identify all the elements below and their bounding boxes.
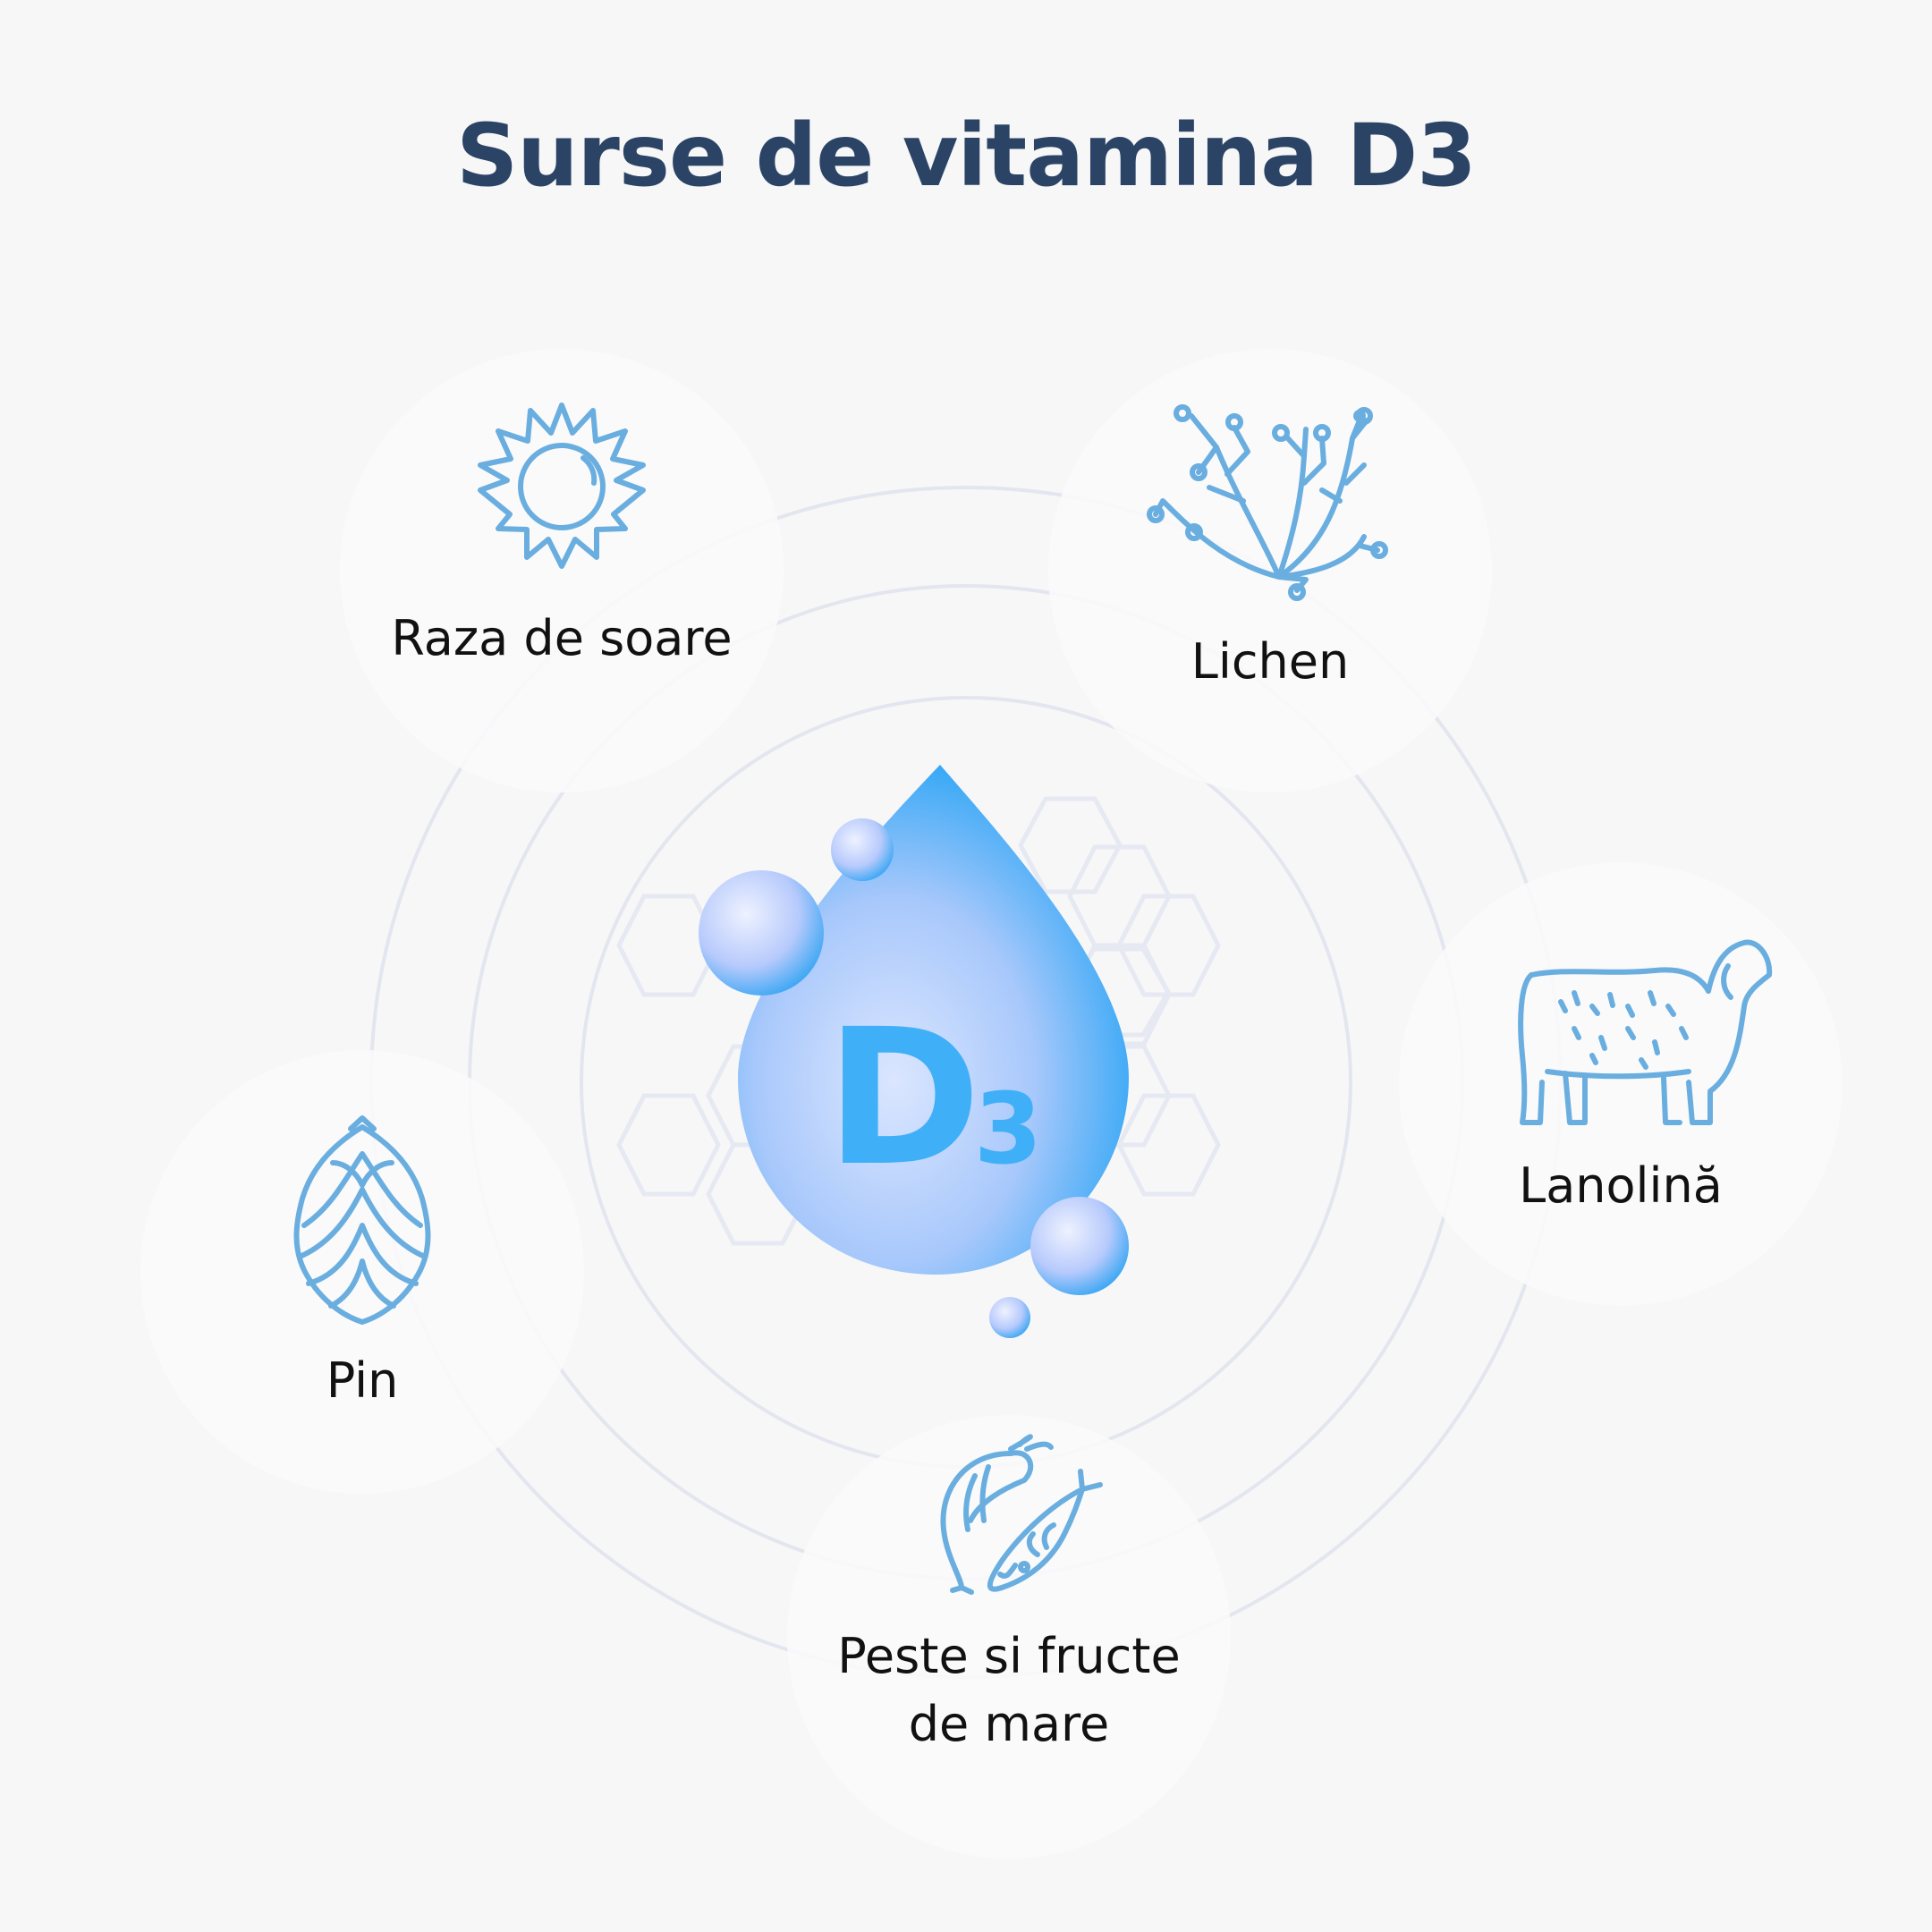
label-lichen: Lichen [1191, 633, 1349, 690]
label-pine: Pin [326, 1352, 399, 1409]
node-bg-sun [340, 349, 784, 792]
label-seafood-line1: Peste si fructe [837, 1628, 1180, 1684]
badge-subscript: 3 [974, 1072, 1043, 1186]
label-seafood-line2: de mare [909, 1696, 1110, 1752]
vitamin-d3-drop: D 3 [699, 765, 1129, 1338]
pine-cone-icon [293, 1115, 431, 1325]
bubble [699, 870, 824, 996]
bubble [831, 818, 894, 881]
label-sun: Raza de soare [391, 610, 732, 666]
node-bg-sheep [1399, 862, 1843, 1306]
drop-shape [738, 765, 1129, 1275]
bubble [989, 1297, 1030, 1338]
sheep-icon [1518, 939, 1773, 1125]
node-bg-lichen [1048, 349, 1492, 792]
sun-icon [478, 402, 646, 569]
page-title: Surse de vitamina D3 [456, 106, 1477, 206]
source-nodes [140, 349, 1843, 1859]
lichen-icon [1147, 404, 1388, 601]
badge-letter: D [826, 988, 981, 1208]
source-labels: Raza de soare Lichen Lanolină Peste si f… [326, 610, 1723, 1752]
node-bg-pine [140, 1050, 584, 1494]
label-lanolin: Lanolină [1519, 1157, 1723, 1214]
bubble [1030, 1197, 1129, 1295]
shrimp-fish-icon [940, 1434, 1103, 1595]
node-bg-seafood [787, 1415, 1231, 1859]
